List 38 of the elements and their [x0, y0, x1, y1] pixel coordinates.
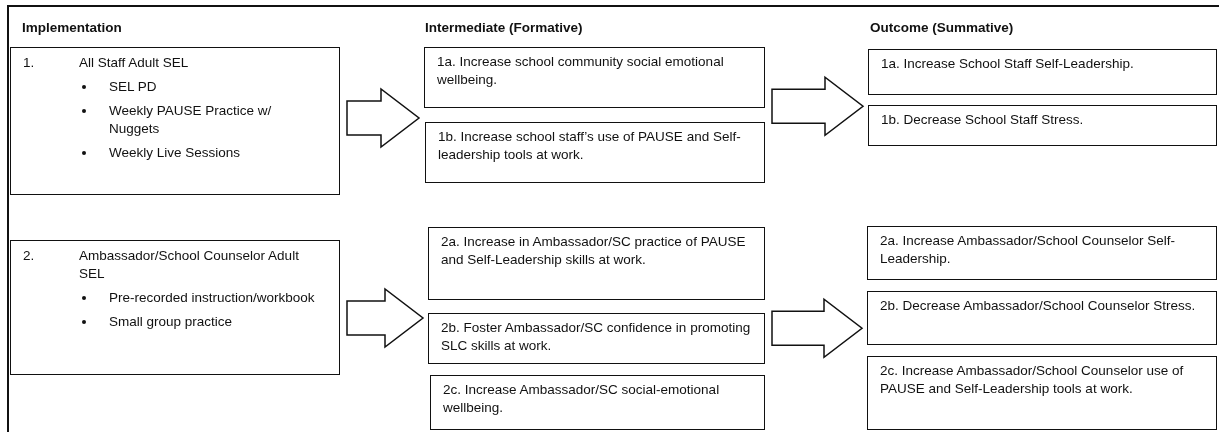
bullet-item: Weekly Live Sessions: [109, 144, 242, 162]
outcome-box: [867, 226, 1217, 280]
outcome-text: 2c. Increase Ambassador/School Counselor use of PAUSE and Self-Leadership tools at work.: [880, 362, 1185, 398]
column-heading: Intermediate (Formative): [425, 20, 583, 35]
outcome-box: [868, 105, 1217, 146]
outcome-text: 1a. Increase School Staff Self-Leadership.: [881, 55, 1135, 73]
outcome-box: [868, 49, 1217, 95]
outcome-text: 2b. Decrease Ambassador/School Counselor Stress.: [880, 297, 1197, 315]
outcome-text: 2a. Increase Ambassador/School Counselor Self-Leadership.: [880, 232, 1176, 268]
intermediate-text: 2c. Increase Ambassador/SC social-emotional wellbeing.: [443, 381, 721, 417]
block-arrow: [771, 297, 864, 359]
block-arrow: [346, 287, 425, 349]
column-heading: Outcome (Summative): [870, 20, 1014, 35]
item-number: 2.: [23, 247, 35, 265]
activity-box: [10, 240, 340, 375]
activity-title: Ambassador/School Counselor Adult SEL: [79, 247, 300, 283]
block-arrow: [346, 87, 421, 149]
outcome-box: [867, 356, 1217, 430]
bullet-item: SEL PD: [109, 78, 158, 96]
intermediate-outcome-box: [430, 375, 765, 430]
intermediate-outcome-box: [428, 313, 765, 364]
outcome-box: [867, 291, 1217, 345]
intermediate-outcome-box: [428, 227, 765, 300]
intermediate-text: 2b. Foster Ambassador/SC confidence in promoting SLC skills at work.: [441, 319, 752, 355]
intermediate-outcome-box: [424, 47, 765, 108]
intermediate-text: 1b. Increase school staff’s use of PAUSE and Self-leadership tools at work.: [438, 128, 742, 164]
item-number: 1.: [23, 54, 35, 72]
bullet-item: Pre-recorded instruction/workbook: [109, 289, 316, 307]
outcome-text: 1b. Decrease School Staff Stress.: [881, 111, 1085, 129]
bullet-item: Weekly PAUSE Practice w/ Nuggets: [109, 102, 273, 138]
activity-title: All Staff Adult SEL: [79, 54, 190, 72]
column-heading: Implementation: [22, 20, 122, 35]
intermediate-outcome-box: [425, 122, 765, 183]
intermediate-text: 2a. Increase in Ambassador/SC practice of PAUSE and Self-Leadership skills at work.: [441, 233, 747, 269]
bullet-item: Small group practice: [109, 313, 234, 331]
intermediate-text: 1a. Increase school community social emotional wellbeing.: [437, 53, 725, 89]
activity-box: [10, 47, 340, 195]
block-arrow: [771, 75, 865, 137]
